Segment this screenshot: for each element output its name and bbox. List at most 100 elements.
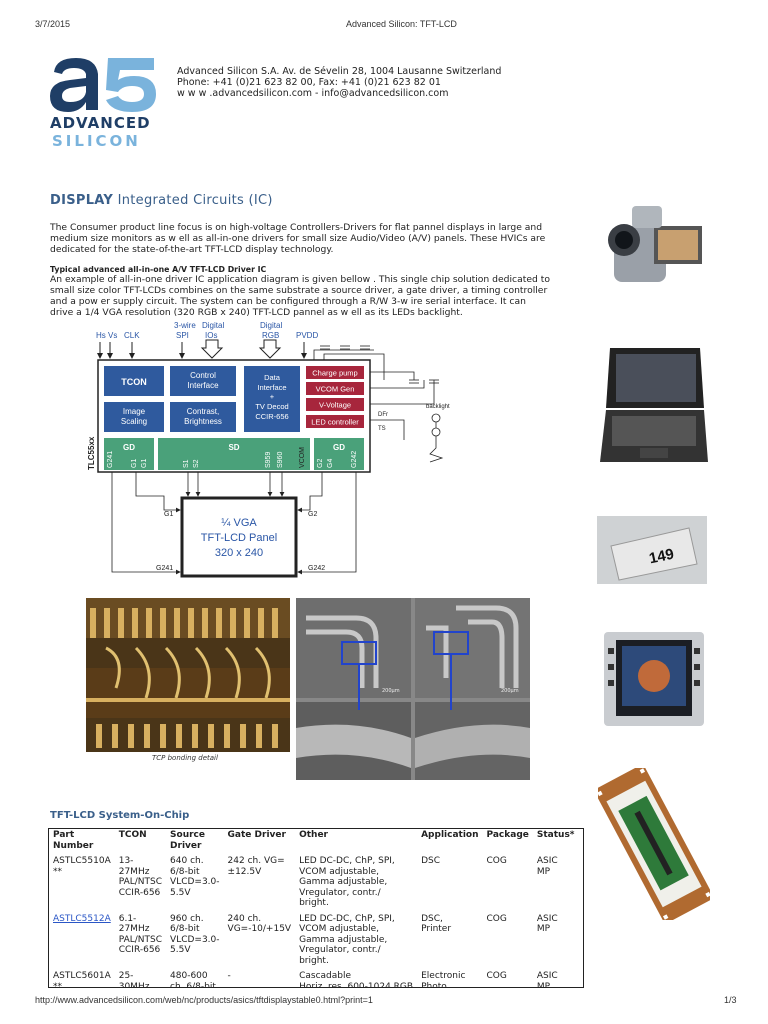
col-status: Status* bbox=[536, 830, 575, 840]
price-tag-photo: 149 bbox=[597, 516, 707, 584]
pin-label: S2 bbox=[193, 459, 200, 468]
table-cell-pkg: COG bbox=[486, 971, 507, 981]
table-cell-app: DSC bbox=[421, 856, 441, 866]
web-line: w w w .advancedsilicon.com - info@advanc… bbox=[177, 88, 449, 99]
sub-heading: Typical advanced all-in-one A/V TFT-LCD … bbox=[50, 265, 267, 274]
pin-label: G4 bbox=[327, 459, 334, 468]
data-block-5: CCIR-656 bbox=[255, 412, 288, 421]
tcp-film-photo bbox=[593, 763, 715, 925]
sem-scale-label: 200μm bbox=[501, 688, 519, 694]
pin-label: G242 bbox=[351, 451, 358, 468]
table-cell-pkg: COG bbox=[486, 913, 507, 924]
photo-caption: TCP bonding detail bbox=[152, 754, 218, 762]
charge-pump-block: Charge pump bbox=[312, 369, 357, 378]
company-logo: ADVANCED SILICON bbox=[48, 50, 160, 150]
led-controller-block: LED controller bbox=[311, 418, 359, 427]
hsvs-label: Hs Vs bbox=[96, 331, 117, 340]
pvdd-label: PVDD bbox=[296, 331, 318, 340]
pin-label: G2 bbox=[317, 459, 324, 468]
digital-ios-label: Digital bbox=[202, 321, 224, 330]
gd-right-block: GD bbox=[333, 443, 345, 452]
col-package: Package bbox=[486, 830, 529, 840]
pin-label: S960 bbox=[277, 452, 284, 468]
pin-label: S959 bbox=[265, 452, 272, 468]
control-block: Control bbox=[190, 371, 216, 380]
sd-block: SD bbox=[228, 443, 239, 452]
page-title-bold: DISPLAY bbox=[50, 193, 114, 208]
print-footer-page: 1/3 bbox=[724, 995, 737, 1005]
g2-label: G2 bbox=[308, 511, 317, 518]
table-cell-part[interactable]: ASTLC5512A bbox=[49, 913, 115, 971]
col-application: Application bbox=[421, 830, 479, 840]
panel-line-2: TFT-LCD Panel bbox=[201, 532, 277, 544]
netbook-photo bbox=[600, 344, 708, 476]
chip-name: TLC55xx bbox=[87, 436, 96, 470]
cockpit-display-photo bbox=[600, 628, 710, 730]
g1-label: G1 bbox=[164, 511, 173, 518]
table-cell-gate: - bbox=[227, 971, 231, 981]
clk-label: CLK bbox=[124, 331, 140, 340]
panel-line-1: ¼ VGA bbox=[221, 517, 257, 529]
contrast-block: Contrast, bbox=[187, 407, 219, 416]
table-cell-pkg: COG bbox=[486, 856, 507, 866]
logo-word-advanced: ADVANCED bbox=[50, 114, 151, 132]
threewire-label: 3-wire bbox=[174, 321, 196, 330]
table-cell-gate: 240 ch.VG=-10/+15V bbox=[227, 913, 292, 935]
g242-label: G242 bbox=[308, 565, 325, 572]
table-cell-part: ASTLC5510A** bbox=[53, 856, 111, 877]
camcorder-photo bbox=[598, 196, 710, 300]
dfr-label: DFr bbox=[378, 412, 388, 418]
vcom-gen-block: VCOM Gen bbox=[316, 385, 355, 394]
table-cell-app: DSC,Printer bbox=[421, 913, 452, 935]
table-cell-part: ASTLC5601A** bbox=[53, 971, 111, 988]
address-line: Advanced Silicon S.A. Av. de Sévelin 28,… bbox=[177, 66, 502, 77]
ios-label: IOs bbox=[205, 331, 217, 340]
digital-rgb-label: Digital bbox=[260, 321, 282, 330]
data-block-4: TV Decod bbox=[255, 402, 288, 411]
print-footer-url: http://www.advancedsilicon.com/web/nc/pr… bbox=[35, 995, 373, 1005]
scaling-block-2: Scaling bbox=[121, 417, 147, 426]
panel-line-3: 320 x 240 bbox=[215, 547, 263, 559]
table-cell-other: LED DC-DC, ChP, SPI,VCOM adjustable,Gamm… bbox=[299, 856, 395, 908]
gd-left-block: GD bbox=[123, 443, 135, 452]
spi-label: SPI bbox=[176, 331, 189, 340]
intro-paragraph: The Consumer product line focus is on hi… bbox=[50, 222, 546, 255]
table-cell-tcon: 25-30MHz bbox=[118, 971, 150, 988]
sem-scale-label: 200μm bbox=[382, 688, 400, 694]
soc-heading: TFT-LCD System-On-Chip bbox=[50, 810, 190, 821]
example-paragraph: An example of all-in-one driver IC appli… bbox=[50, 274, 550, 318]
rgb-label: RGB bbox=[262, 331, 279, 340]
print-title: Advanced Silicon: TFT-LCD bbox=[346, 19, 457, 29]
g241-label: G241 bbox=[156, 565, 173, 572]
pin-label: S1 bbox=[183, 459, 190, 468]
sem-photo-grid: 200μm 200μm bbox=[296, 598, 530, 780]
tcp-bonding-photo bbox=[86, 598, 290, 752]
table-cell-other: LED DC-DC, ChP, SPI,VCOM adjustable,Gamm… bbox=[299, 913, 395, 966]
page-title: DISPLAY Integrated Circuits (IC) bbox=[50, 193, 273, 208]
data-block: Data bbox=[264, 373, 281, 382]
pin-label: G1 bbox=[141, 459, 148, 468]
phone-line: Phone: +41 (0)21 623 82 00, Fax: +41 (0)… bbox=[177, 77, 441, 88]
contrast-block-2: Brightness bbox=[184, 417, 222, 426]
data-block-2: Interface bbox=[257, 383, 286, 392]
print-date: 3/7/2015 bbox=[35, 19, 71, 29]
application-diagram: Hs Vs CLK 3-wire SPI Digital IOs Digital… bbox=[84, 320, 464, 580]
part-number-link[interactable]: ASTLC5512A bbox=[53, 913, 111, 924]
address-block: Advanced Silicon S.A. Av. de Sévelin 28,… bbox=[177, 66, 501, 99]
